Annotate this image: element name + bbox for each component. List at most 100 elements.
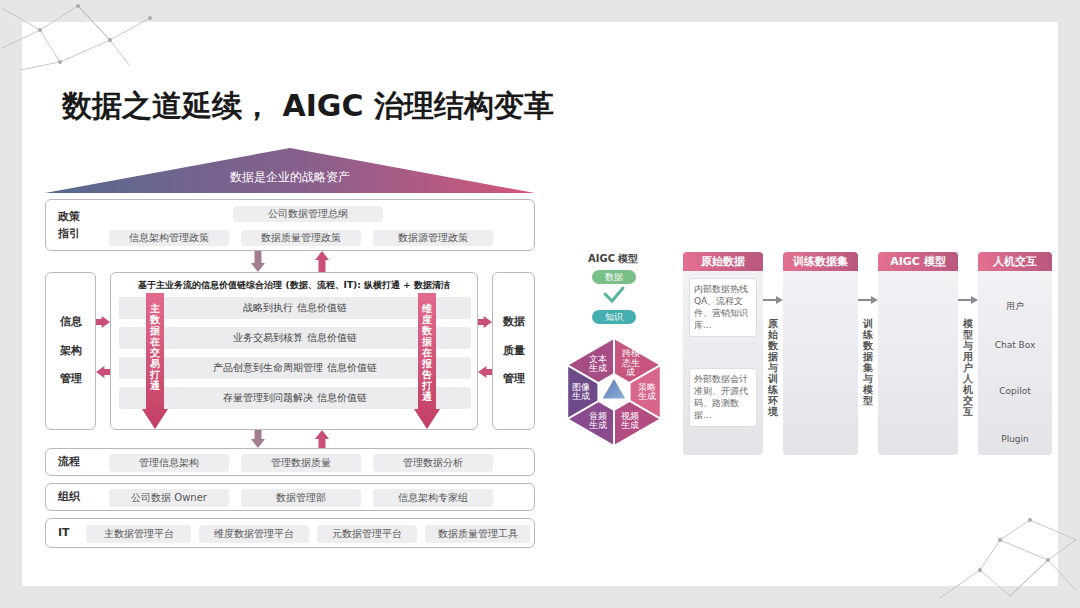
node-text: 管理信息架构 [139, 456, 199, 470]
text-card: 外部数据会计准则、开源代码、路测数据... [689, 368, 757, 427]
item-pill: 信息架构专家组 [373, 489, 493, 507]
check-mark [605, 288, 623, 301]
hex-segment: 文本生成 [580, 348, 616, 380]
ring-segment [614, 401, 661, 446]
arrow-head [251, 439, 265, 448]
side-box: 信息 架构 管理 [45, 272, 96, 430]
connector [96, 366, 110, 378]
vertical-label: 训练数据集与模型 [863, 318, 873, 406]
node-text: 信息架构管理政策 [129, 231, 209, 245]
item-pill: 数据质量管理工具 [425, 525, 530, 543]
connector-line [255, 251, 262, 265]
node-text: 数据是企业的战略资产 [45, 169, 535, 186]
text-label: Chat Box [980, 340, 1050, 350]
node-text: 数据质量管理政策 [261, 231, 341, 245]
node-text: 信息架构专家组 [398, 491, 468, 505]
arrow-head [251, 263, 265, 272]
band-body [142, 293, 168, 429]
connector [478, 316, 492, 328]
node-text: 训练数据集 [783, 252, 858, 271]
arrow-head [315, 251, 329, 260]
node-text: 公司数据管理总纲 [268, 207, 348, 221]
node-text: 数据 [605, 271, 623, 284]
item-pill: 数据质量管理政策 [241, 230, 361, 246]
group-box: 流程 管理信息架构 管理数据质量 管理数据分析 [45, 448, 535, 476]
item-pill: 数据管理部 [241, 489, 361, 507]
stage-column: 原始数据内部数据热线 QA、流程文件、营销知识库... 外部数据会计准则、开源代码… [683, 252, 763, 455]
item-pill: 公司数据管理总纲 [233, 206, 383, 222]
node-text: 业务交易到核算 信息价值链 [233, 331, 356, 345]
connector [858, 296, 878, 304]
node-text: 产品创意到生命周期管理 信息价值链 [213, 361, 376, 375]
connector-line [319, 258, 326, 272]
connector-line [763, 299, 777, 301]
value-chain-box: 基于主业务流的信息价值链综合治理 (数据、流程、IT): 纵横打通 + 数据清洁… [110, 272, 478, 430]
hexagon-ring [567, 338, 661, 446]
hex-segment: 视频生成 [612, 405, 648, 437]
center-triangle [603, 379, 626, 399]
node-text: 战略到执行 信息价值链 [243, 301, 346, 315]
connector [251, 251, 265, 272]
arrow-head [971, 296, 978, 304]
item-pill: 信息架构管理政策 [109, 230, 229, 246]
band-arrow: 维度数据在报告打通 [414, 293, 440, 429]
node-text: 公司数据 Owner [131, 491, 207, 505]
band-body [414, 293, 440, 429]
arrow-head [776, 296, 783, 304]
stage-column: 训练数据集 [783, 252, 858, 455]
text-label: AIGC 模型 [588, 252, 639, 266]
node-text: 策略生成 [638, 383, 656, 402]
slide-title: 数据之道延续， AIGC 治理结构变革 [62, 86, 554, 127]
node-text: 基于主业务流的信息价值链综合治理 (数据、流程、IT): 纵横打通 + 数据清洁 [111, 279, 477, 292]
text-label: 用户 [980, 300, 1050, 313]
ring-segment [567, 338, 614, 383]
arrow-head [478, 366, 486, 378]
arrow-head [315, 430, 329, 439]
vertical-label: 模型与用户人机交互 [963, 318, 973, 417]
connector [478, 366, 492, 378]
node-text: 文本生成 [589, 355, 607, 374]
band-arrow: 主数据在交易打通 [142, 293, 168, 429]
hex-segment: 跨模态生成 [612, 347, 649, 380]
connector [315, 430, 329, 448]
node-text: 人机交互 [978, 252, 1052, 271]
node-text: 维度数据在报告打通 [422, 303, 432, 402]
node-text: 流程 [58, 454, 83, 471]
item-pill: 公司数据 Owner [109, 489, 229, 507]
roof-banner: 数据是企业的战略资产 [45, 148, 535, 193]
stage-column: AIGC 模型 [878, 252, 958, 455]
node-text: 信息 架构 管理 [59, 308, 82, 394]
group-box: IT主数据管理平台维度数据管理平台元数据管理平台数据质量管理工具 [45, 518, 535, 548]
text-label: Plugin [980, 434, 1050, 444]
connector-line [958, 299, 972, 301]
tag-pill: 数据 [592, 270, 636, 284]
group-box: 组织公司数据 Owner数据管理部信息架构专家组 [45, 483, 535, 511]
node-text: 存量管理到问题解决 信息价值链 [223, 391, 366, 405]
node-text: IT [58, 525, 83, 542]
arrow-head [102, 316, 110, 328]
node-text: 管理数据质量 [271, 456, 331, 470]
connector [96, 316, 110, 328]
text-label: Copilot [980, 386, 1050, 396]
node-text: 管理数据分析 [403, 456, 463, 470]
item-pill: 管理数据质量 [241, 454, 361, 472]
node-text: 主数据管理平台 [104, 527, 174, 541]
connector [315, 251, 329, 272]
arrow-head [484, 316, 492, 328]
hex-segment: 图像生成 [563, 376, 599, 408]
node-text: 数据 质量 管理 [502, 308, 525, 394]
hex-segment: 策略生成 [629, 376, 665, 408]
node-text: 音频生成 [589, 412, 607, 431]
node-text: 原始数据 [683, 252, 763, 271]
connector-line [858, 299, 872, 301]
node-text: 数据质量管理工具 [438, 527, 518, 541]
network-decoration [2, 6, 1076, 598]
side-box: 数据 质量 管理 [492, 272, 535, 430]
connector [763, 296, 783, 304]
item-pill: 管理信息架构 [109, 454, 229, 472]
node-text: 政策 指引 [58, 209, 83, 242]
group-box: 政策 指引公司数据管理总纲信息架构管理政策数据质量管理政策数据源管理政策 [45, 199, 535, 251]
node-text: 跨模态生成 [622, 349, 640, 377]
node-text: 内部数据热线 QA、流程文件、营销知识库... [694, 283, 752, 332]
card [22, 22, 1058, 586]
